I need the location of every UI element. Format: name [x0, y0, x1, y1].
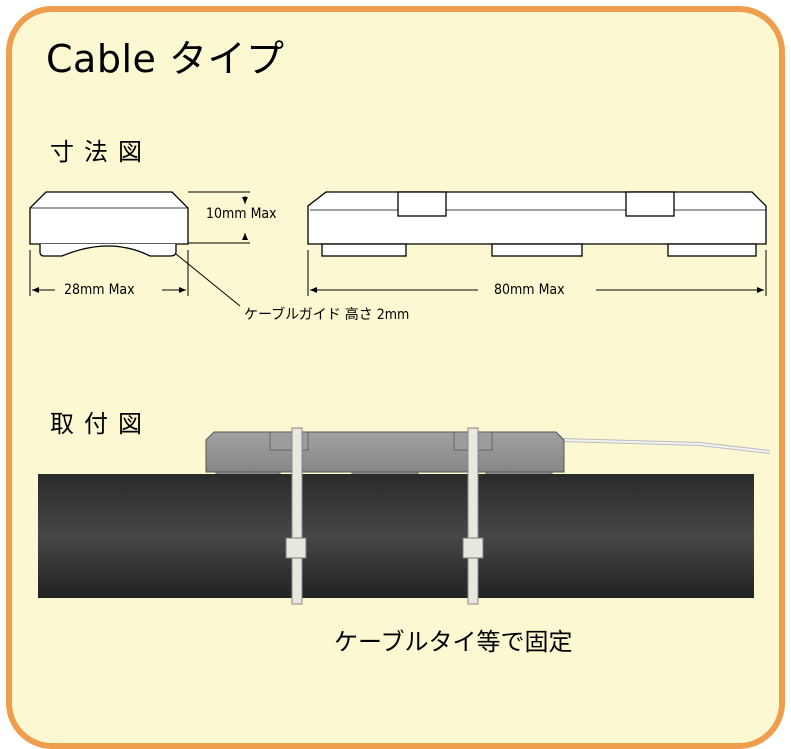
mounted-device: [205, 431, 565, 481]
cable: [38, 474, 754, 598]
dimension-heading: 寸法図: [50, 138, 152, 166]
diagram-panel: [6, 6, 785, 749]
cable-tie-left: [285, 427, 307, 605]
width-dimension: [29, 250, 189, 296]
long-view: [307, 191, 767, 257]
mounting-heading: 取付図: [50, 410, 152, 438]
mounting-caption: ケーブルタイ等で固定: [334, 628, 573, 656]
cable-tie-right: [462, 427, 484, 605]
guide-leader-line: [175, 253, 241, 307]
length-label: 80mm Max: [494, 282, 565, 298]
width-label: 28mm Max: [64, 282, 135, 298]
height-dimension: [188, 191, 250, 244]
page-title: Cable タイプ: [46, 37, 285, 81]
height-label: 10mm Max: [206, 206, 277, 222]
end-view: [29, 191, 189, 257]
cable-guide-note: ケーブルガイド 高さ 2mm: [244, 307, 410, 323]
length-dimension: [307, 250, 767, 296]
